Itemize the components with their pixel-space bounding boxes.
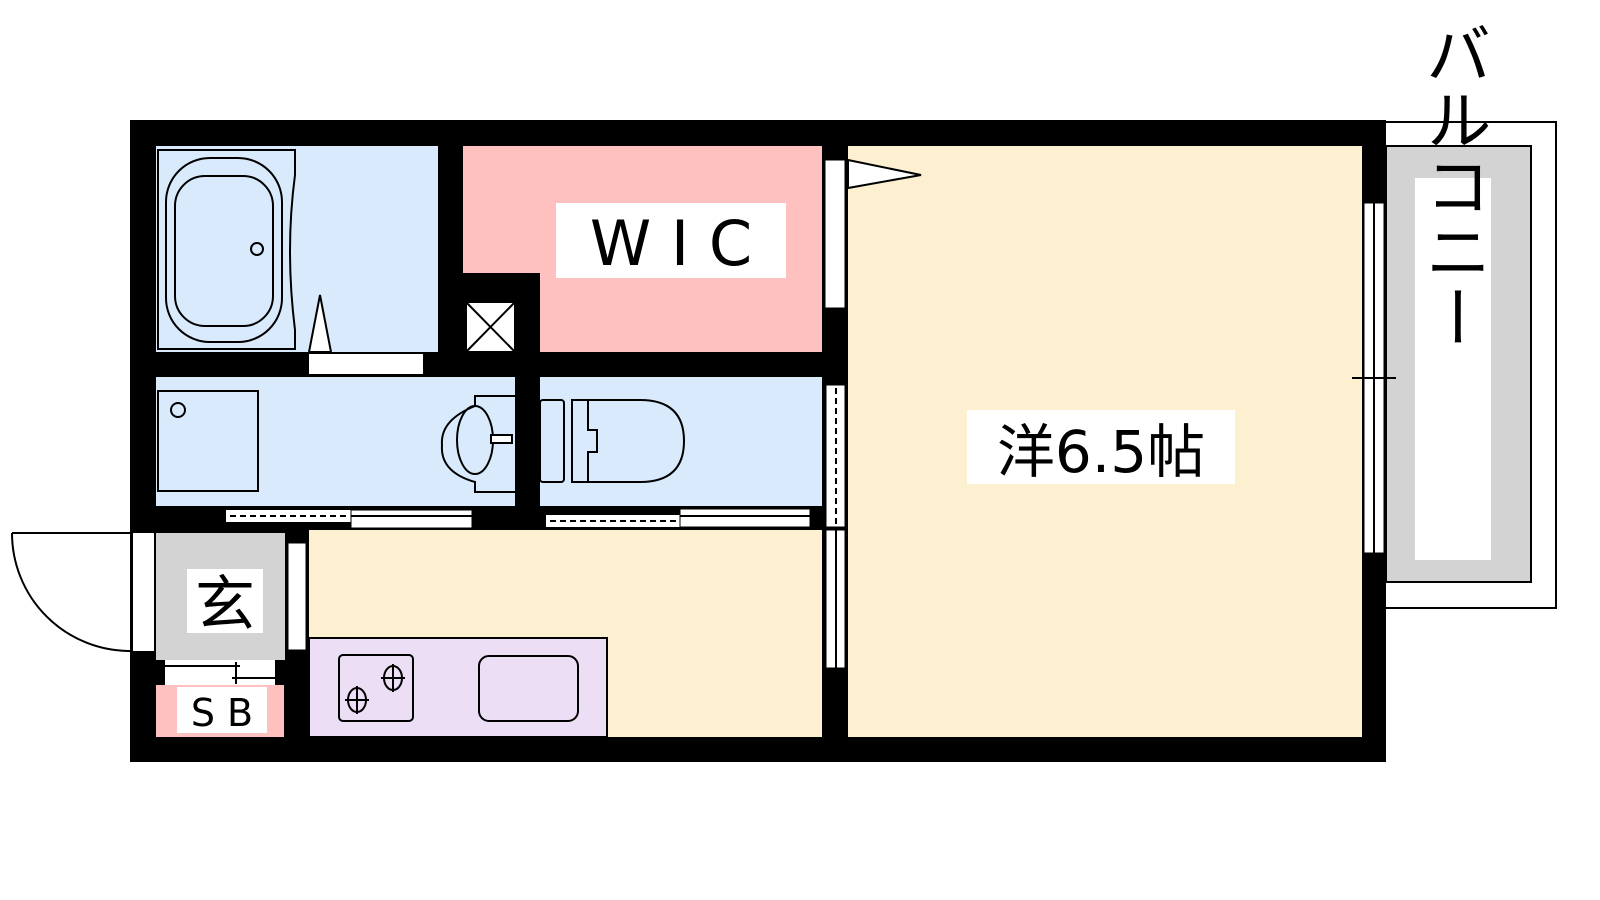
- pipe-shaft: [465, 301, 516, 353]
- sliding-doors[interactable]: [226, 508, 811, 529]
- door-swing: [11, 532, 131, 652]
- room-doors[interactable]: [824, 158, 922, 669]
- western-room-label: 洋6.5帖: [997, 418, 1205, 486]
- toilet-room: [539, 377, 822, 506]
- washing-machine-space: [157, 390, 259, 492]
- toilet: [571, 399, 686, 483]
- bathroom: [156, 146, 438, 374]
- walk-in-closet: [463, 146, 822, 353]
- stove: [338, 654, 414, 722]
- balcony-label: バルコニー: [1415, 20, 1492, 350]
- bathroom-door[interactable]: [309, 354, 423, 374]
- wic-label: W I C: [590, 207, 752, 280]
- shoe-box-label: S B: [191, 691, 253, 735]
- entrance: [11, 532, 307, 737]
- shoe-cabinet-doors: [165, 660, 275, 685]
- sink: [478, 655, 579, 722]
- balcony-window[interactable]: [1352, 202, 1396, 554]
- balcony: [1379, 121, 1557, 609]
- kitchen-counter: [308, 637, 608, 738]
- kitchen: [308, 530, 822, 738]
- washroom: [156, 377, 515, 506]
- entrance-label: 玄: [195, 570, 255, 640]
- front-door[interactable]: [133, 533, 154, 651]
- western-room: [848, 146, 1362, 737]
